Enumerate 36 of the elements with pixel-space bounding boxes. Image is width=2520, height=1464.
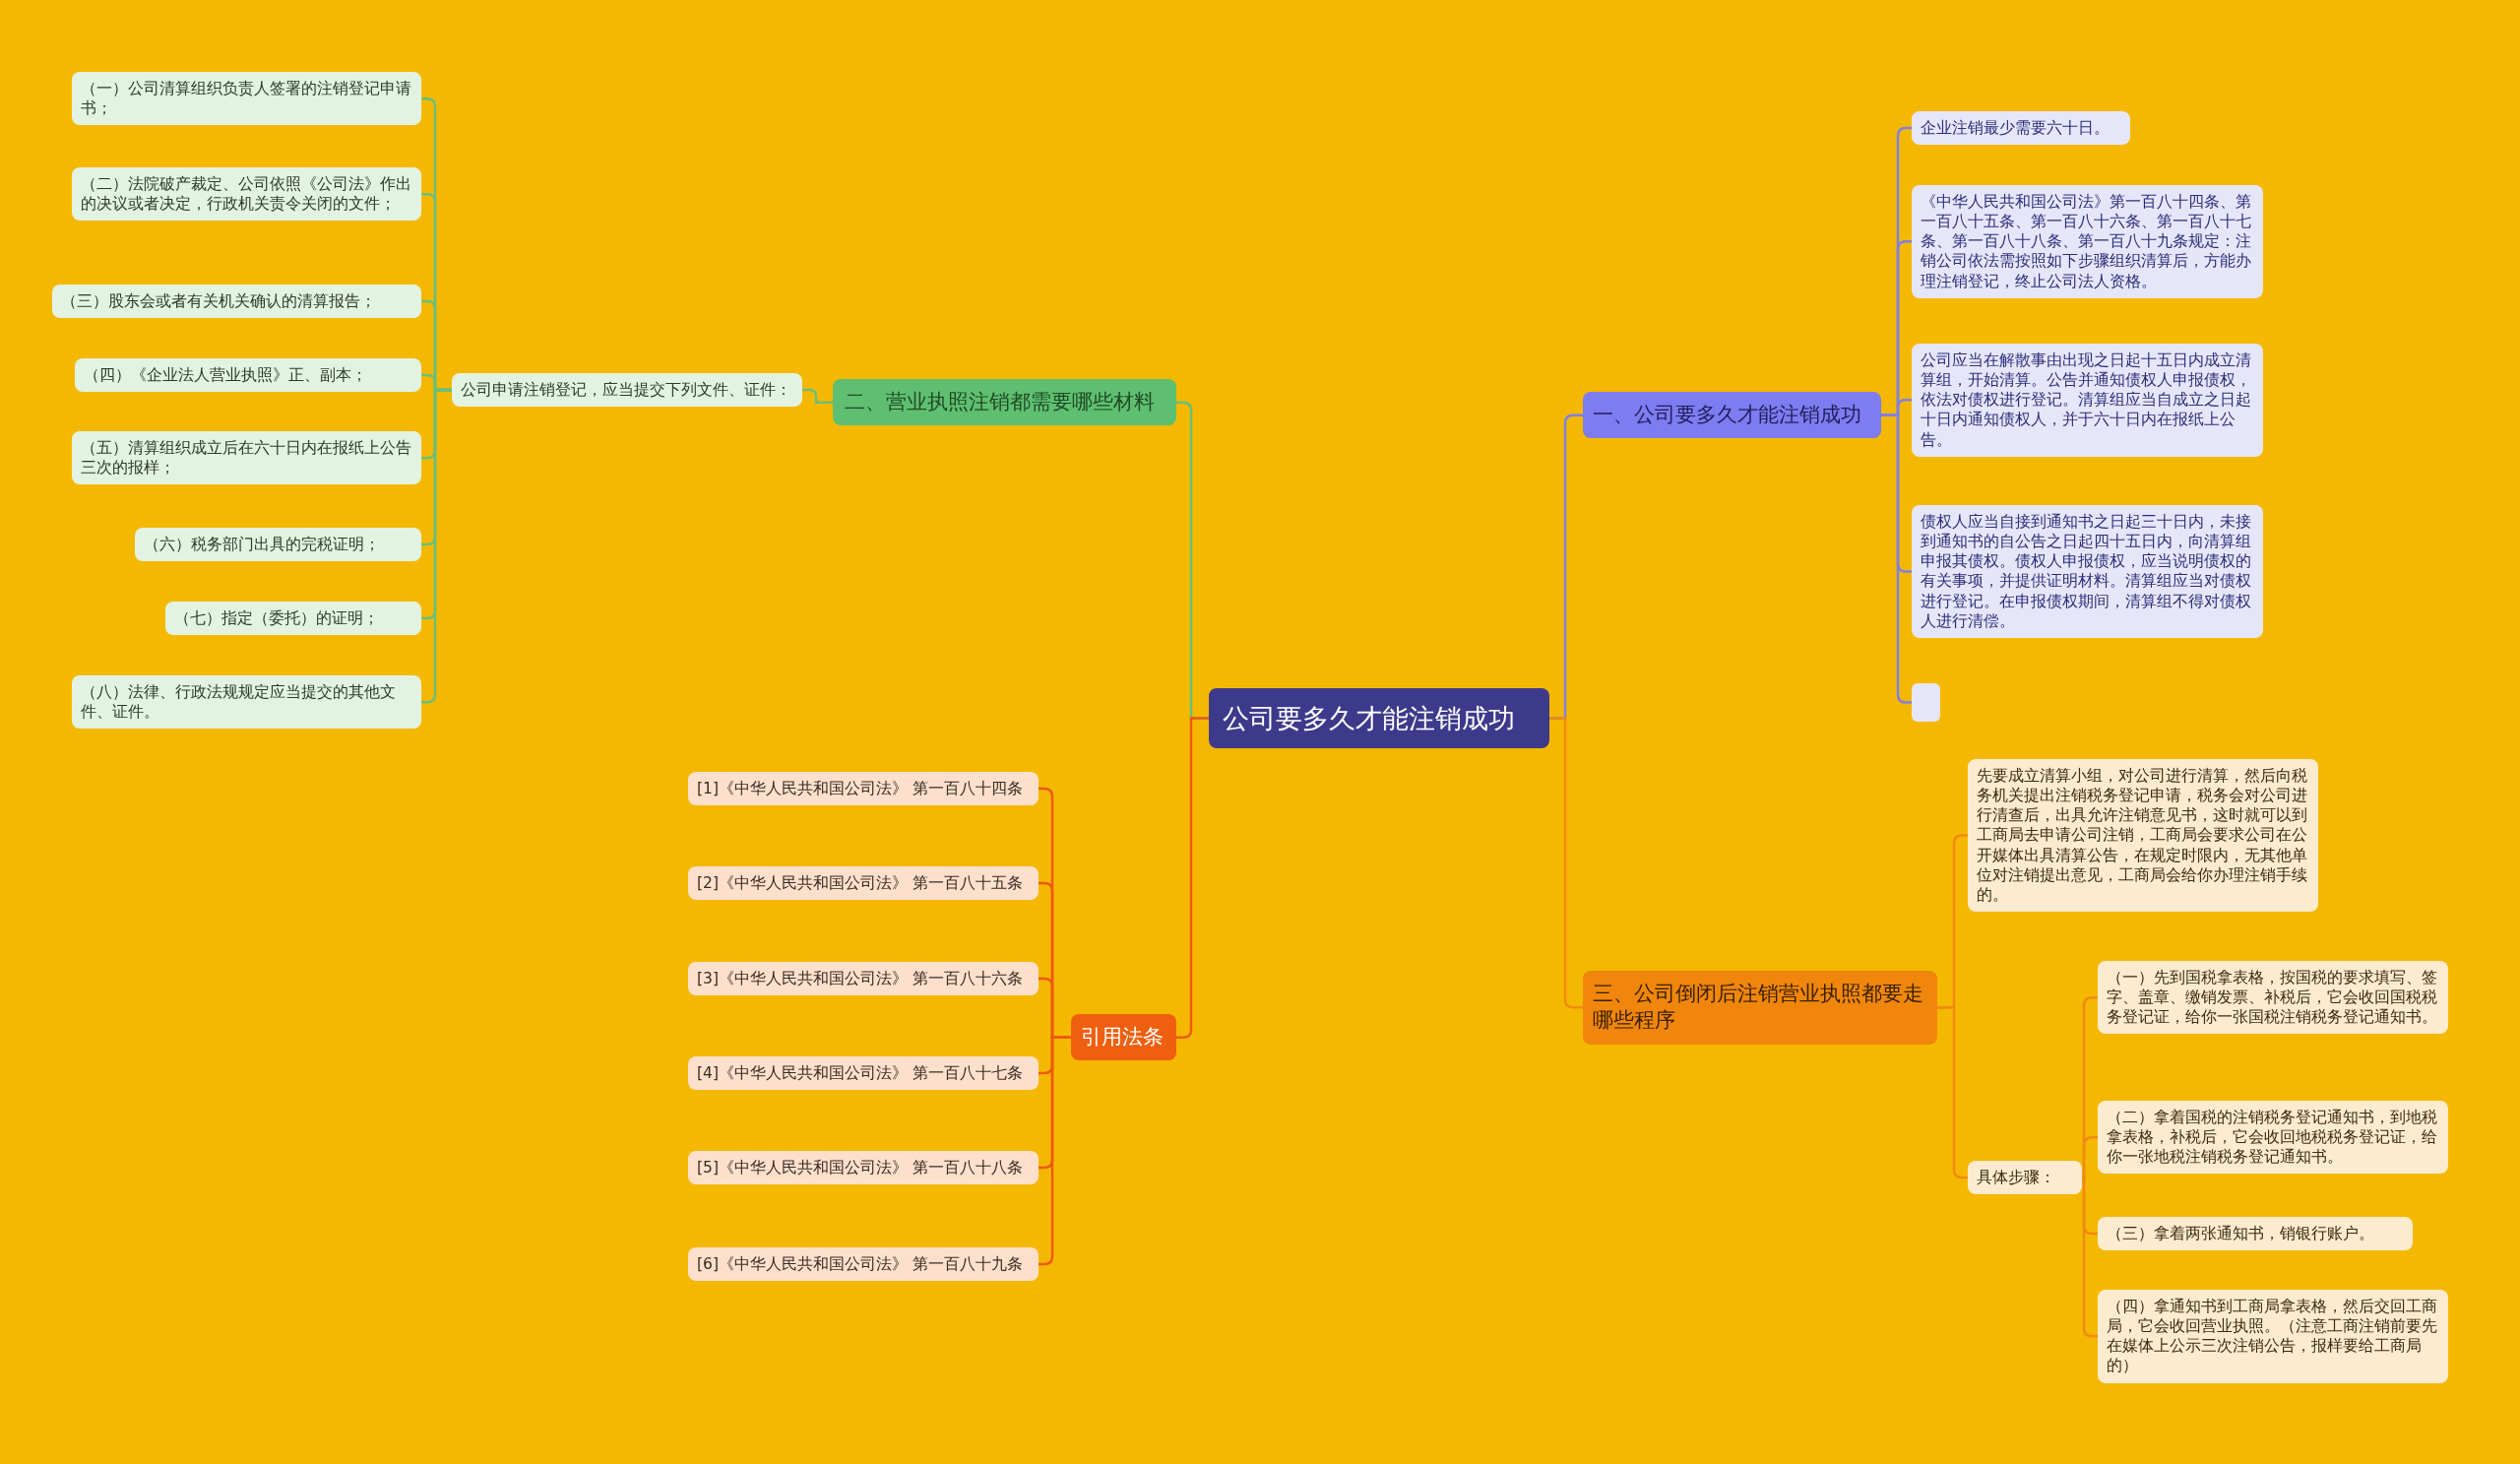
leaf-topic-box: （四）拿通知书到工商局拿表格，然后交回工商局，它会收回营业执照。（注意工商注销前要先在媒体上公示三次注销公告，报样要给工商局的） bbox=[2098, 1290, 2448, 1383]
leaf-topic-box: [4]《中华人民共和国公司法》 第一百八十七条 bbox=[688, 1056, 1039, 1091]
leaf-topic-box: 具体步骤： bbox=[1968, 1161, 2082, 1195]
leaf-topic-box: （五）清算组织成立后在六十日内在报纸上公告三次的报样； bbox=[72, 431, 421, 485]
leaf-topic-box: （四）《企业法人营业执照》正、副本； bbox=[75, 358, 421, 393]
connector-line bbox=[2081, 1176, 2098, 1338]
leaf-topic-box: （一）先到国税拿表格，按国税的要求填写、签字、盖章、缴销发票、补税后，它会收回国税税务登记证，给你一张国税注销税务登记通知书。 bbox=[2098, 961, 2448, 1035]
leaf-topic-box: （三）拿着两张通知书，销银行账户。 bbox=[2098, 1217, 2413, 1251]
leaf-topic-box: [5]《中华人民共和国公司法》 第一百八十八条 bbox=[688, 1151, 1039, 1185]
leaf-topic-box: [3]《中华人民共和国公司法》 第一百八十六条 bbox=[688, 962, 1039, 996]
leaf-topic-box: [2]《中华人民共和国公司法》 第一百八十五条 bbox=[688, 866, 1039, 901]
leaf-topic-box: （一）公司清算组织负责人签署的注销登记申请书； bbox=[72, 72, 421, 126]
leaf-topic-box: （三）股东会或者有关机关确认的清算报告； bbox=[52, 285, 421, 319]
connector-line bbox=[2081, 1135, 2098, 1179]
root-topic-box: 公司要多久才能注销成功 bbox=[1209, 688, 1549, 749]
leaf-topic-box: （二）法院破产裁定、公司依照《公司法》作出的决议或者决定，行政机关责令关闭的文件； bbox=[72, 167, 421, 222]
connector-line bbox=[1549, 717, 1583, 1009]
leaf-topic-box: （七）指定（委托）的证明； bbox=[165, 602, 421, 636]
leaf-topic-box: （二）拿着国税的注销税务登记通知书，到地税拿表格，补税后，它会收回地税税务登记证，给你一张地税注销税务登记通知书。 bbox=[2098, 1101, 2448, 1175]
leaf-topic-box: 公司申请注销登记，应当提交下列文件、证件： bbox=[452, 373, 802, 408]
leaf-topic-box: [6]《中华人民共和国公司法》 第一百八十九条 bbox=[688, 1247, 1039, 1282]
connector-line bbox=[802, 388, 833, 404]
leaf-topic-box: 企业注销最少需要六十日。 bbox=[1912, 111, 2130, 146]
branch-topic-box: 引用法条 bbox=[1071, 1014, 1176, 1061]
leaf-topic-box: 《中华人民共和国公司法》第一百八十四条、第一百八十五条、第一百八十六条、第一百八十七条、第一百八十八条、第一百八十九条规定：注销公司依法需按照如下步骤组织清算后，方能办理注销登记，终止公司法人资格。 bbox=[1912, 185, 2263, 298]
leaf-topic-box: [1]《中华人民共和国公司法》 第一百八十四条 bbox=[688, 772, 1039, 806]
leaf-topic-box: 公司应当在解散事由出现之日起十五日内成立清算组，开始清算。公告并通知债权人申报债权，依法对债权进行登记。清算组应当自成立之日起十日内通知债权人，并于六十日内在报纸上公告。 bbox=[1912, 344, 2263, 457]
leaf-topic-box: 债权人应当自接到通知书之日起三十日内，未接到通知书的自公告之日起四十五日内，向清算组申报其债权。债权人申报债权，应当说明债权的有关事项，并提供证明材料。清算组应当对债权进行登记。在申报债权期间，清算组不得对债权人进行清偿。 bbox=[1912, 505, 2263, 638]
branch-topic-box: 一、公司要多久才能注销成功 bbox=[1583, 392, 1881, 439]
branch-topic-box: 二、营业执照注销都需要哪些材料 bbox=[833, 379, 1176, 426]
branch-topic-box: 三、公司倒闭后注销营业执照都要走哪些程序 bbox=[1583, 971, 1937, 1045]
leaf-topic-box: （八）法律、行政法规规定应当提交的其他文件、证件。 bbox=[72, 675, 421, 730]
connector-line bbox=[1937, 1006, 1968, 1179]
leaf-topic-box: （六）税务部门出具的完税证明； bbox=[135, 528, 421, 562]
empty-topic-box bbox=[1912, 683, 1940, 722]
leaf-topic-box: 先要成立清算小组，对公司进行清算，然后向税务机关提出注销税务登记申请，税务会对公司进行清查后，出具允许注销意见书，这时就可以到工商局去申请公司注销，工商局会要求公司在公开媒体出具清算公告，在规定时限内，无其他单位对注销提出意见，工商局会给你办理注销手续的。 bbox=[1968, 759, 2318, 912]
